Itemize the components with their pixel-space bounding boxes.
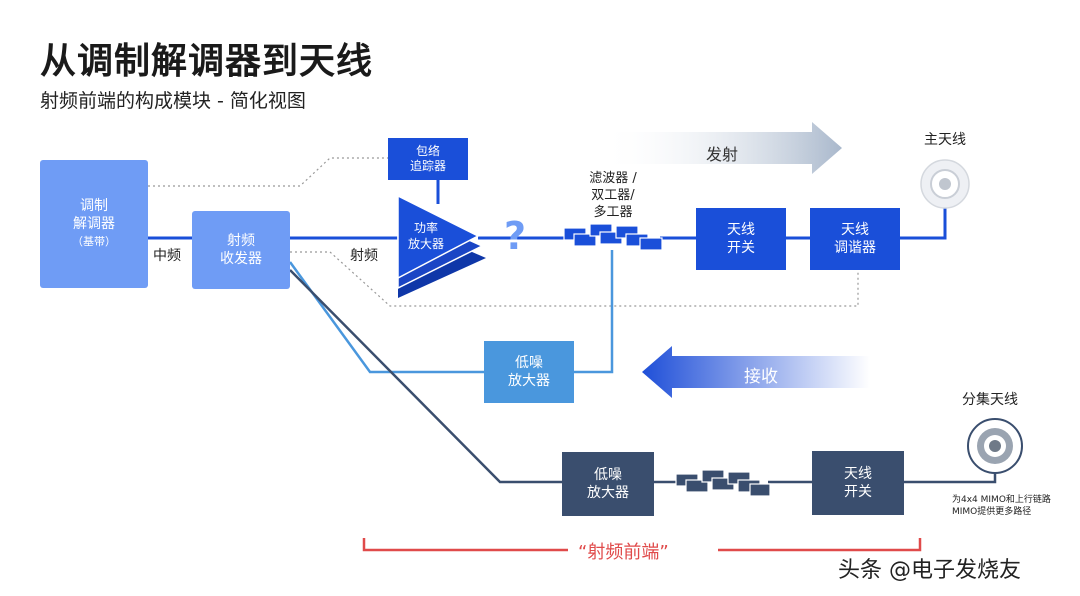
antenna-switch-bottom-block: 天线 开关 [812,451,904,515]
rf-front-end-bracket-right [718,538,922,552]
lna-mid-block: 低噪 放大器 [484,341,574,403]
receive-label: 接收 [744,367,778,387]
page-title: 从调制解调器到天线 [40,41,374,82]
main-antenna-icon [920,159,970,209]
question-mark: ? [504,214,527,258]
watermark: 头条 @电子发烧友 [838,558,1021,583]
main-antenna-label: 主天线 [924,132,966,148]
dotted-line-modem-tracker [148,157,388,187]
if-label: 中频 [153,248,181,264]
pa-label: 功率 放大器 [407,221,444,251]
transmit-arrow [600,122,842,174]
dotted-line-transceiver-tuner [290,251,859,307]
page-subtitle: 射频前端的构成模块 - 简化视图 [40,90,306,112]
modem-label: 调制 解调器 [73,198,115,232]
diversity-antenna-label: 分集天线 [962,392,1018,408]
filter-stack-top [563,223,663,251]
modem-block: 调制 解调器 （基带） [40,160,148,288]
antenna-switch-top-block: 天线 开关 [696,208,786,270]
lna-bottom-block: 低噪 放大器 [562,452,654,516]
rf-front-end-bracket-left [362,538,568,552]
rf-front-end-label: “射频前端” [578,542,669,563]
antenna-tuner-block: 天线 调谐器 [810,208,900,270]
diversity-antenna-icon [967,418,1023,474]
filter-stack-bottom [675,469,771,497]
envelope-tracker-block: 包络 追踪器 [388,138,468,180]
pa-triangle [397,194,480,280]
filter-label: 滤波器 / 双工器/ 多工器 [589,171,637,220]
rf-label: 射频 [350,248,378,264]
diversity-note: 为4x4 MIMO和上行链路MIMO提供更多路径 [952,495,1051,517]
modem-sublabel: （基带） [72,235,116,248]
rf-transceiver-block: 射频 收发器 [192,211,290,289]
transmit-label: 发射 [706,145,739,164]
receive-arrow [642,346,870,398]
